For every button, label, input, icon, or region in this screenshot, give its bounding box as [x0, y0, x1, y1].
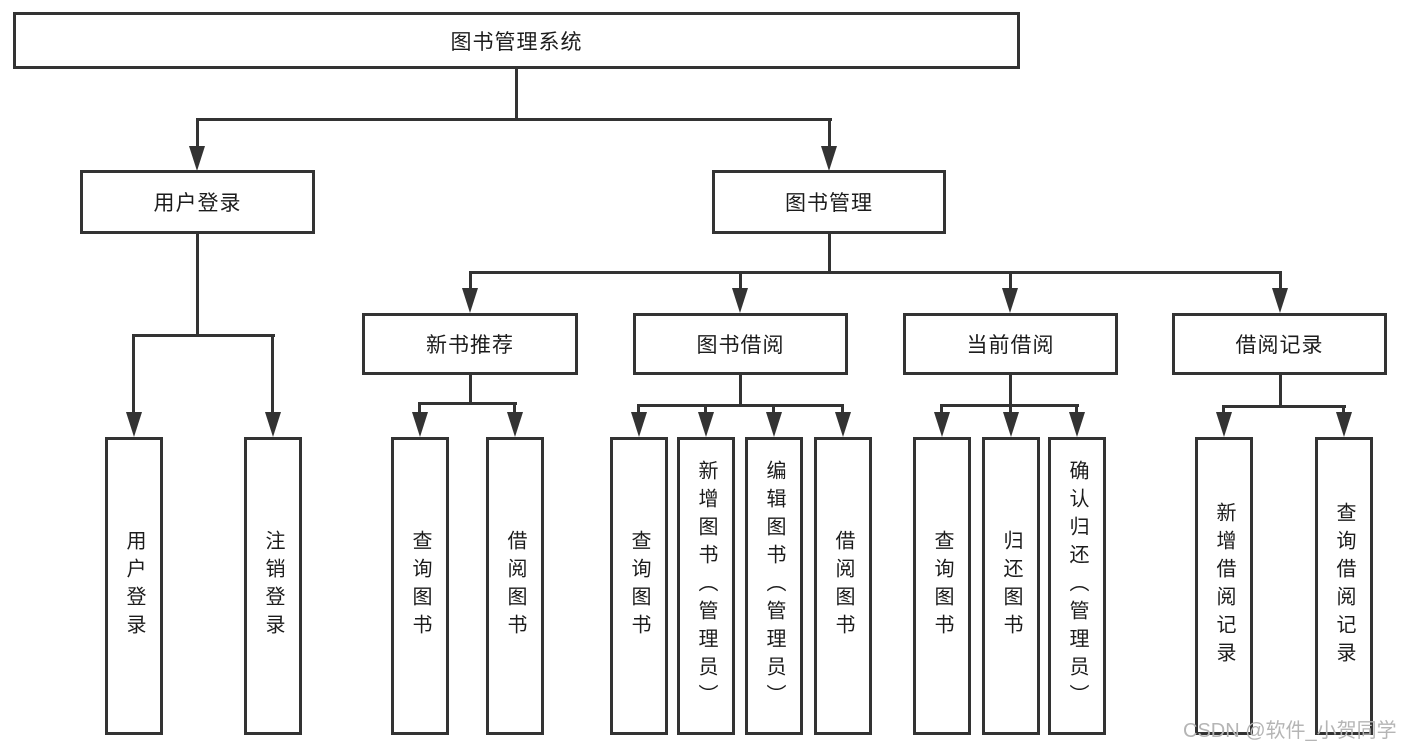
- arrow-down-icon: [462, 288, 478, 313]
- node-book-borrowing: 图书借阅: [633, 313, 848, 375]
- connector-line: [1009, 375, 1012, 406]
- connector-line: [469, 271, 1282, 274]
- leaf-label: 借阅图书: [504, 530, 526, 642]
- connector-line: [515, 69, 518, 119]
- arrow-down-icon: [1002, 288, 1018, 313]
- arrow-down-icon: [821, 146, 837, 171]
- connector-line: [940, 404, 943, 414]
- leaf-return-book: 归还图书: [982, 437, 1040, 735]
- leaf-query-books-3: 查询图书: [913, 437, 971, 735]
- leaf-user-login: 用户登录: [105, 437, 163, 735]
- node-label: 图书管理: [785, 192, 873, 215]
- node-label: 图书管理系统: [450, 30, 583, 54]
- arrow-down-icon: [766, 412, 782, 437]
- connector-line: [1009, 271, 1012, 290]
- connector-line: [1342, 405, 1345, 414]
- connector-line: [828, 234, 831, 274]
- node-current-borrowing: 当前借阅: [903, 313, 1118, 375]
- leaf-query-books-2: 查询图书: [610, 437, 668, 735]
- arrow-down-icon: [732, 288, 748, 313]
- node-book-management: 图书管理: [712, 170, 946, 234]
- node-label: 图书借阅: [696, 334, 785, 357]
- connector-line: [196, 118, 832, 121]
- connector-line: [469, 271, 472, 290]
- arrow-down-icon: [698, 412, 714, 437]
- node-user-login: 用户登录: [80, 170, 315, 234]
- connector-line: [1222, 405, 1225, 414]
- leaf-borrow-books-1: 借阅图书: [486, 437, 544, 735]
- connector-line: [841, 404, 844, 414]
- connector-line: [132, 334, 135, 412]
- node-borrowing-records: 借阅记录: [1172, 313, 1387, 375]
- arrow-down-icon: [1272, 288, 1288, 313]
- connector-line: [828, 118, 831, 148]
- leaf-logout: 注销登录: [244, 437, 302, 735]
- arrow-down-icon: [189, 146, 205, 171]
- leaf-label: 借阅图书: [832, 530, 854, 642]
- leaf-add-borrow-record: 新增借阅记录: [1195, 437, 1253, 735]
- arrow-down-icon: [265, 412, 281, 437]
- connector-line: [739, 271, 742, 290]
- arrow-down-icon: [1336, 412, 1352, 437]
- connector-line: [739, 375, 742, 406]
- connector-line: [513, 402, 516, 414]
- connector-line: [1279, 375, 1282, 407]
- leaf-label: 新增借阅记录: [1213, 502, 1235, 670]
- arrow-down-icon: [934, 412, 950, 437]
- leaf-label: 归还图书: [1000, 530, 1022, 642]
- leaf-query-borrow-record: 查询借阅记录: [1315, 437, 1373, 735]
- leaf-edit-book-admin: 编辑图书（管理员）: [745, 437, 803, 735]
- arrow-down-icon: [631, 412, 647, 437]
- connector-line: [469, 375, 472, 404]
- leaf-borrow-books-2: 借阅图书: [814, 437, 872, 735]
- arrow-down-icon: [1069, 412, 1085, 437]
- connector-line: [132, 334, 275, 337]
- connector-line: [271, 334, 274, 412]
- leaf-label: 编辑图书（管理员）: [763, 460, 785, 712]
- connector-line: [637, 404, 640, 414]
- leaf-label: 注销登录: [262, 530, 284, 642]
- leaf-label: 查询图书: [931, 530, 953, 642]
- leaf-query-books-1: 查询图书: [391, 437, 449, 735]
- leaf-confirm-return-admin: 确认归还（管理员）: [1048, 437, 1106, 735]
- connector-line: [1222, 405, 1346, 408]
- leaf-label: 查询借阅记录: [1333, 502, 1355, 670]
- connector-line: [704, 404, 707, 414]
- arrow-down-icon: [1216, 412, 1232, 437]
- connector-line: [1279, 271, 1282, 290]
- arrow-down-icon: [507, 412, 523, 437]
- arrow-down-icon: [126, 412, 142, 437]
- leaf-label: 用户登录: [123, 530, 145, 642]
- node-label: 当前借阅: [966, 334, 1055, 357]
- connector-line: [418, 402, 421, 414]
- node-label: 用户登录: [153, 192, 242, 215]
- arrow-down-icon: [412, 412, 428, 437]
- connector-line: [418, 402, 517, 405]
- arrow-down-icon: [1003, 412, 1019, 437]
- node-label: 新书推荐: [426, 334, 514, 357]
- connector-line: [772, 404, 775, 414]
- connector-line: [196, 118, 199, 148]
- leaf-label: 新增图书（管理员）: [695, 460, 717, 712]
- node-new-book-recommend: 新书推荐: [362, 313, 578, 375]
- leaf-label: 查询图书: [628, 530, 650, 642]
- leaf-add-book-admin: 新增图书（管理员）: [677, 437, 735, 735]
- leaf-label: 查询图书: [409, 530, 431, 642]
- node-label: 借阅记录: [1235, 334, 1324, 357]
- connector-line: [1075, 404, 1078, 414]
- connector-line: [1009, 404, 1012, 414]
- csdn-watermark: CSDN @软件_小贺同学: [1183, 720, 1397, 742]
- node-root: 图书管理系统: [13, 12, 1020, 69]
- connector-line: [196, 234, 199, 336]
- arrow-down-icon: [835, 412, 851, 437]
- leaf-label: 确认归还（管理员）: [1066, 460, 1088, 712]
- connector-line: [637, 404, 844, 407]
